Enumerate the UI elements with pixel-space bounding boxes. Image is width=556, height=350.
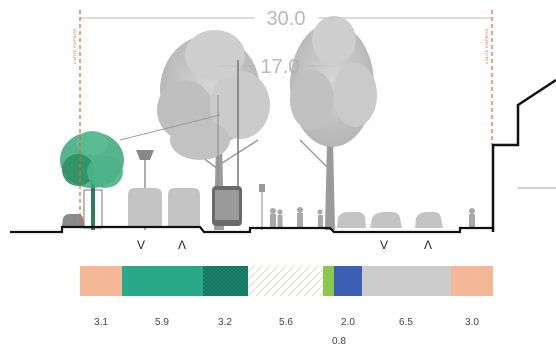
band-label: 5.9 bbox=[155, 317, 169, 328]
band-label: 3.2 bbox=[218, 317, 232, 328]
dimension-inner-label: 17.0 bbox=[261, 56, 300, 78]
band-label: 3.1 bbox=[94, 317, 108, 328]
band-green-strip bbox=[323, 266, 334, 296]
direction-arrow-up: Λ bbox=[178, 238, 186, 252]
car-icon bbox=[337, 212, 443, 228]
bus-icon bbox=[128, 186, 242, 226]
band-roadway bbox=[122, 266, 203, 296]
dimension-total: 30.0 bbox=[80, 8, 492, 30]
dimension-total-label: 30.0 bbox=[267, 8, 306, 30]
street-lamp-icon bbox=[259, 184, 265, 230]
band-label: 3.0 bbox=[465, 317, 479, 328]
building-icon bbox=[491, 78, 556, 232]
car-icon bbox=[62, 214, 84, 226]
tree-icon bbox=[290, 16, 377, 230]
width-band-bar bbox=[80, 266, 493, 296]
band-labels: 3.1 5.9 3.2 5.6 2.0 6.5 3.0 0.8 bbox=[94, 317, 479, 347]
band-sidewalk-left bbox=[80, 266, 122, 296]
direction-arrow-down: V bbox=[137, 238, 145, 252]
limit-label-left: LIMITE EMPRISE bbox=[72, 28, 77, 64]
band-label: 2.0 bbox=[341, 317, 355, 328]
tree-icon bbox=[157, 30, 270, 230]
band-grey bbox=[362, 266, 451, 296]
pedestrian-icon bbox=[270, 207, 475, 228]
band-label: 6.5 bbox=[399, 317, 413, 328]
ground-line bbox=[10, 225, 495, 234]
direction-arrow-up: Λ bbox=[424, 238, 432, 252]
band-hatched-green bbox=[203, 266, 248, 296]
limit-line-left: LIMITE EMPRISE bbox=[72, 10, 81, 228]
band-diagonal bbox=[248, 266, 323, 296]
band-label: 0.8 bbox=[332, 336, 346, 347]
limit-line-right: LIMITE EMPRISE bbox=[484, 10, 493, 145]
band-sidewalk-right bbox=[451, 266, 493, 296]
band-label: 5.6 bbox=[279, 317, 293, 328]
direction-arrow-down: V bbox=[380, 238, 388, 252]
band-blue bbox=[334, 266, 362, 296]
limit-label-right: LIMITE EMPRISE bbox=[484, 28, 489, 64]
tree-icon bbox=[60, 131, 124, 230]
